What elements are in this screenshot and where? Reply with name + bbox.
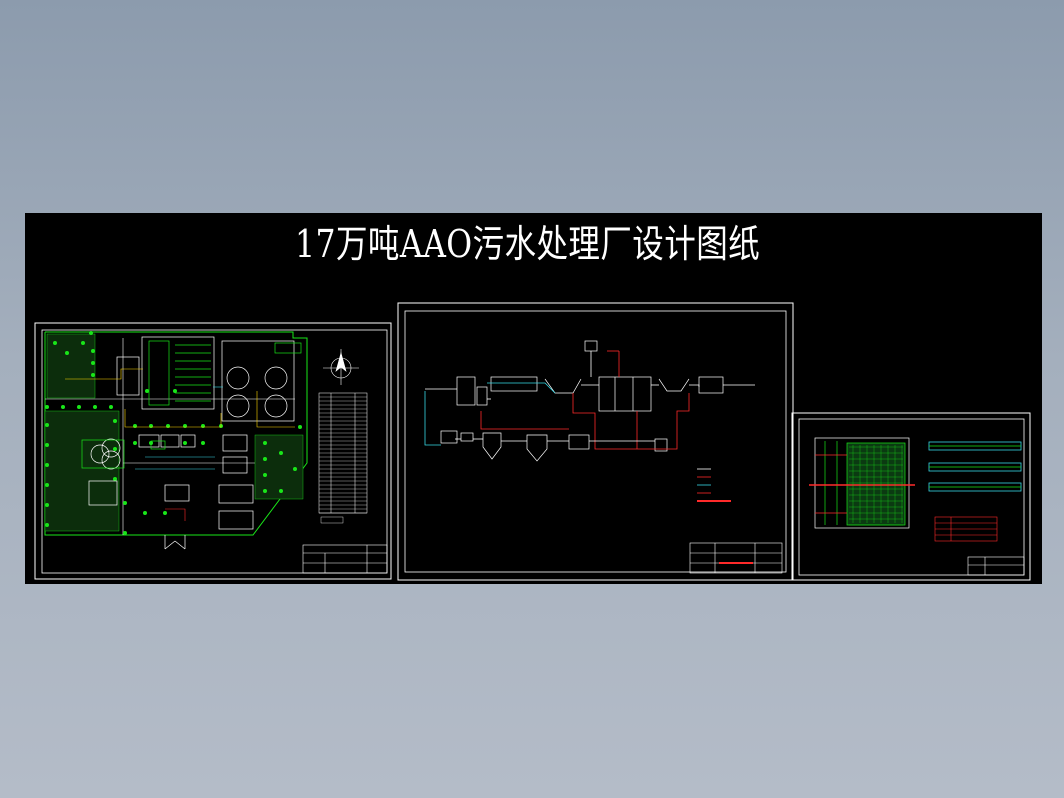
process-units bbox=[440, 340, 724, 462]
schedule-rows bbox=[319, 396, 367, 514]
reactor-plan bbox=[809, 437, 915, 529]
reactor-table bbox=[934, 516, 998, 542]
drawing-sheet: 17万吨AAO污水处理厂设计图纸 bbox=[25, 213, 1042, 584]
reactor-sections bbox=[928, 441, 1022, 492]
drawing-canvas bbox=[34, 302, 1031, 581]
gate bbox=[164, 535, 186, 550]
north-arrow bbox=[323, 349, 359, 385]
title-block-2 bbox=[689, 542, 783, 574]
tank-detail-sheet bbox=[791, 412, 1031, 581]
reactor-grid bbox=[849, 445, 903, 526]
tank-blocks bbox=[81, 336, 302, 530]
process-lines bbox=[424, 350, 755, 450]
process-legend bbox=[697, 468, 731, 502]
site-pipes bbox=[65, 368, 295, 521]
site-boundary bbox=[44, 331, 308, 536]
process-flow-sheet bbox=[397, 302, 794, 581]
title-block-1 bbox=[302, 544, 388, 574]
landscape-areas bbox=[44, 333, 304, 532]
title-block-3 bbox=[967, 556, 1025, 576]
site-plan-sheet bbox=[34, 322, 392, 580]
